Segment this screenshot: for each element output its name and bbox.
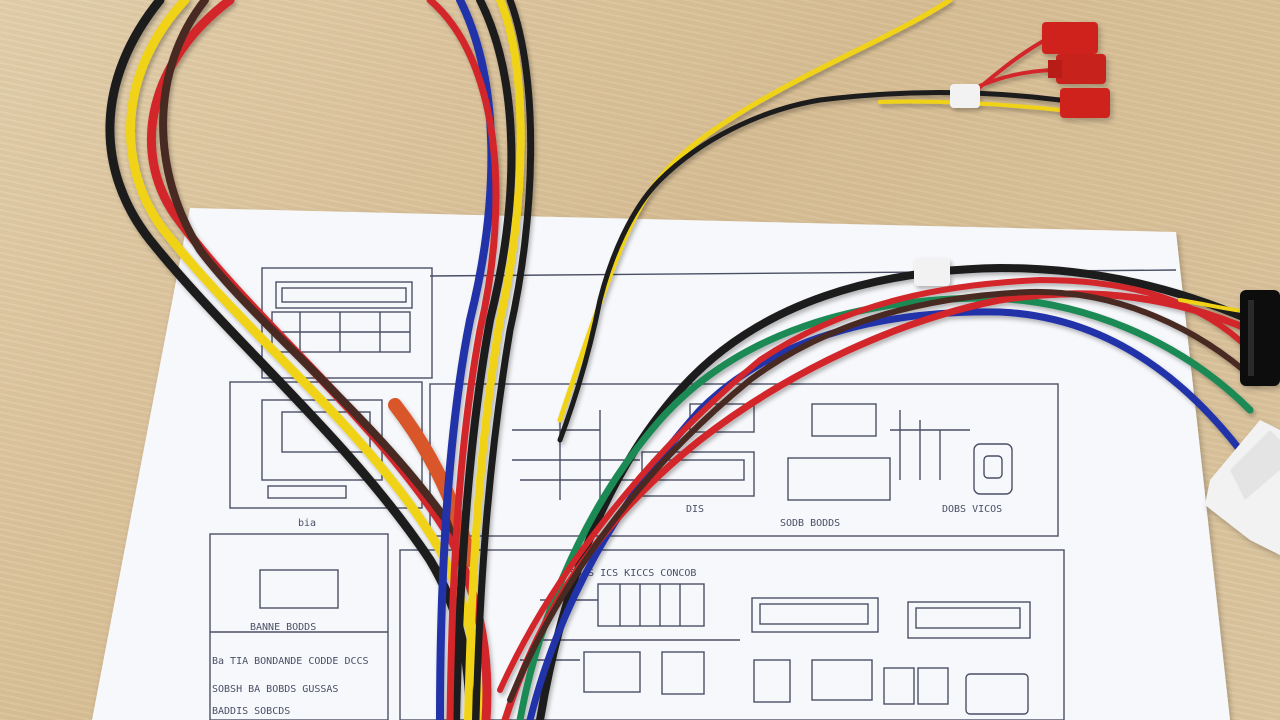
schematic-label: BANNE BODDS	[250, 622, 316, 633]
schematic-label: SOBSH BA BOBDS GUSSAS	[212, 684, 338, 695]
red-wire	[426, 0, 500, 720]
schematic-block	[965, 673, 1029, 715]
black-multi-pin-connector-icon	[1240, 290, 1280, 386]
schematic-block	[597, 583, 705, 627]
red-wire	[497, 276, 1253, 693]
zip-tie-icon	[950, 84, 980, 108]
yellow-wire	[126, 0, 483, 720]
schematic-block	[751, 597, 879, 633]
green-wire	[516, 294, 1254, 720]
schematic-block	[267, 485, 347, 499]
schematic-block	[811, 403, 877, 437]
brown-wire	[507, 288, 1258, 703]
schematic-label: SODB BODDS	[780, 518, 840, 529]
schematic-block	[583, 651, 641, 693]
wire-bundle-icon	[105, 0, 535, 720]
schematic-block	[661, 651, 705, 695]
white-connector-icon	[1205, 420, 1280, 555]
schematic-block	[917, 667, 949, 705]
schematic-label: BADDIS SOBCDS	[212, 706, 290, 717]
schematic-label: SDCS ICS KICCS CONCOB	[570, 568, 696, 579]
schematic-box-bottom-left	[209, 533, 389, 720]
schematic-block	[973, 443, 1013, 495]
schematic-block	[811, 659, 873, 701]
schematic-box-bottom-right	[399, 549, 1065, 720]
black-wire	[557, 90, 1063, 443]
schematic-labels: bia DIS SODB BODDS DOBS VICOS BANNE BODD…	[212, 504, 1002, 717]
black-wire	[452, 0, 516, 720]
schematic-block	[281, 287, 407, 303]
wire-bundle-icon	[557, 0, 1063, 443]
red-spade-connector-icon	[1042, 22, 1110, 118]
black-wire	[472, 0, 535, 720]
yellow-wire	[557, 0, 953, 423]
schematic-block	[787, 457, 891, 501]
schematic-block	[883, 667, 915, 705]
schematic-label: bia	[298, 518, 316, 529]
schematic-block	[259, 569, 339, 609]
schematic-label: DIS	[686, 504, 704, 515]
zip-tie-icon	[914, 258, 950, 286]
wire-bundle-icon	[497, 258, 1258, 720]
schematic-label: Ba TIA BONDANDE CODDE DCCS	[212, 656, 369, 667]
red-wire	[968, 38, 1047, 97]
schematic-block	[753, 659, 791, 703]
brown-wire	[159, 0, 464, 544]
yellow-wire	[464, 0, 525, 720]
schematic-block	[907, 601, 1031, 639]
schematic-label: DOBS VICOS	[942, 504, 1002, 515]
schematic-block	[275, 281, 413, 309]
